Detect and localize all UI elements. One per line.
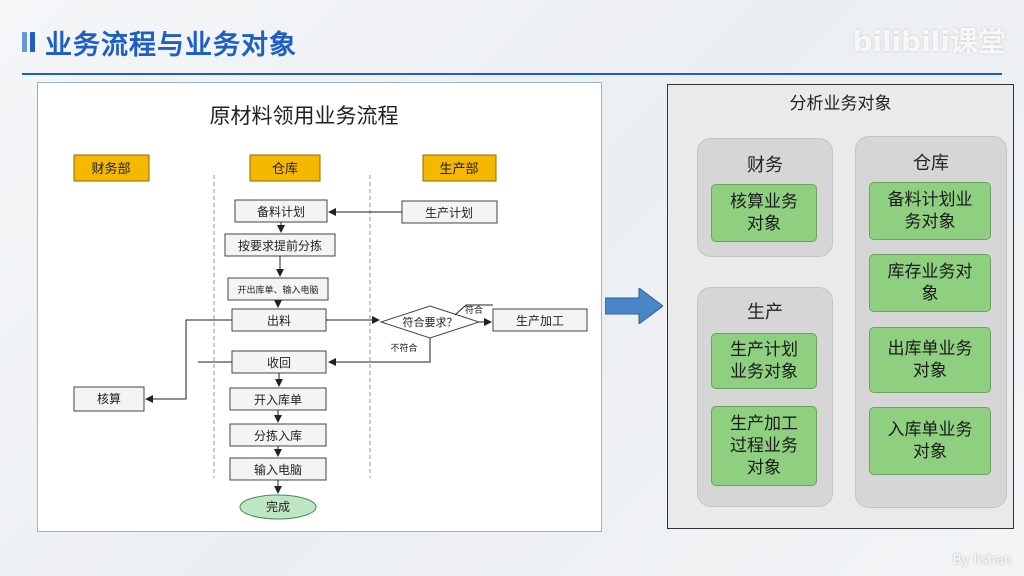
group-warehouse: 仓库 备料计划业 务对象 库存业务对 象 出库单业务 对象 入库单业务 对象: [855, 136, 1007, 508]
right-arrow-icon: [605, 288, 663, 324]
step-issue-label: 出料: [267, 314, 291, 328]
decision-no-label: 不符合: [390, 342, 417, 354]
connector: [328, 338, 431, 366]
decision-yes-label: 符合: [465, 304, 483, 316]
flowchart-title: 原材料领用业务流程: [210, 104, 399, 128]
object-inbound-doc: 入库单业务 对象: [869, 407, 991, 475]
lane-label-finance: 财务部: [91, 161, 130, 177]
step-input-pc-label: 输入电脑: [254, 462, 302, 477]
group-finance-title: 财务: [747, 155, 783, 176]
lane-label-production: 生产部: [439, 162, 478, 177]
group-finance: 财务 核算业务 对象: [697, 138, 833, 257]
connector: [145, 319, 232, 403]
object-inventory: 库存业务对 象: [869, 254, 991, 312]
group-warehouse-title: 仓库: [913, 153, 949, 174]
slide-header: 业务流程与业务对象: [22, 22, 297, 62]
group-production-title: 生产: [747, 302, 783, 323]
step-sort-in-label: 分拣入库: [254, 428, 302, 443]
step-issue-doc-label: 开出库单、输入电脑: [237, 284, 318, 296]
title-marker-icon: [22, 32, 35, 52]
step-prod-process: [492, 308, 588, 332]
title-divider: [22, 73, 1002, 75]
brand-logo: bilibili课堂: [852, 25, 1006, 58]
object-accounting: 核算业务 对象: [711, 184, 817, 242]
step-presort-label: 按要求提前分拣: [238, 238, 322, 253]
connector: [454, 304, 493, 316]
flowchart-diagram: 原材料领用业务流程 财务部 仓库 生产部 备料计划 按要求提前分拣 开出库单、输…: [73, 104, 588, 520]
step-prod-plan-label: 生产计划: [425, 206, 473, 220]
object-stock-plan: 备料计划业 务对象: [869, 182, 991, 240]
object-production-process: 生产加工 过程业务 对象: [711, 406, 817, 486]
lane-label-warehouse: 仓库: [272, 161, 298, 177]
object-production-plan: 生产计划 业务对象: [711, 333, 817, 389]
step-done-label: 完成: [266, 499, 290, 514]
decision-label: 符合要求？: [403, 315, 458, 329]
lane-header-production: [422, 154, 497, 182]
step-accounting: [73, 386, 145, 412]
step-receipt-doc-label: 开入库单: [254, 392, 302, 407]
step-accounting-label: 核算: [97, 391, 121, 406]
step-done: [239, 494, 317, 520]
lane-header-finance: [73, 154, 150, 182]
group-production: 生产 生产计划 业务对象 生产加工 过程业务 对象: [697, 287, 833, 507]
flowchart-panel: 原材料领用业务流程 财务部 仓库 生产部 备料计划 按要求提前分拣 开出库单、输…: [37, 82, 602, 532]
business-object-panel: 分析业务对象 财务 核算业务 对象 生产 生产计划 业务对象 生产加工 过程业务…: [667, 84, 1014, 529]
slide-title: 业务流程与业务对象: [45, 29, 297, 61]
step-prod-process-label: 生产加工: [516, 314, 564, 328]
lane-header-warehouse: [249, 154, 321, 182]
analysis-title: 分析业务对象: [789, 94, 892, 114]
author-byline: By lishan: [952, 553, 1012, 568]
object-outbound-doc: 出库单业务 对象: [869, 327, 991, 393]
step-recover-label: 收回: [267, 356, 291, 370]
step-stock-plan-label: 备料计划: [257, 205, 305, 219]
